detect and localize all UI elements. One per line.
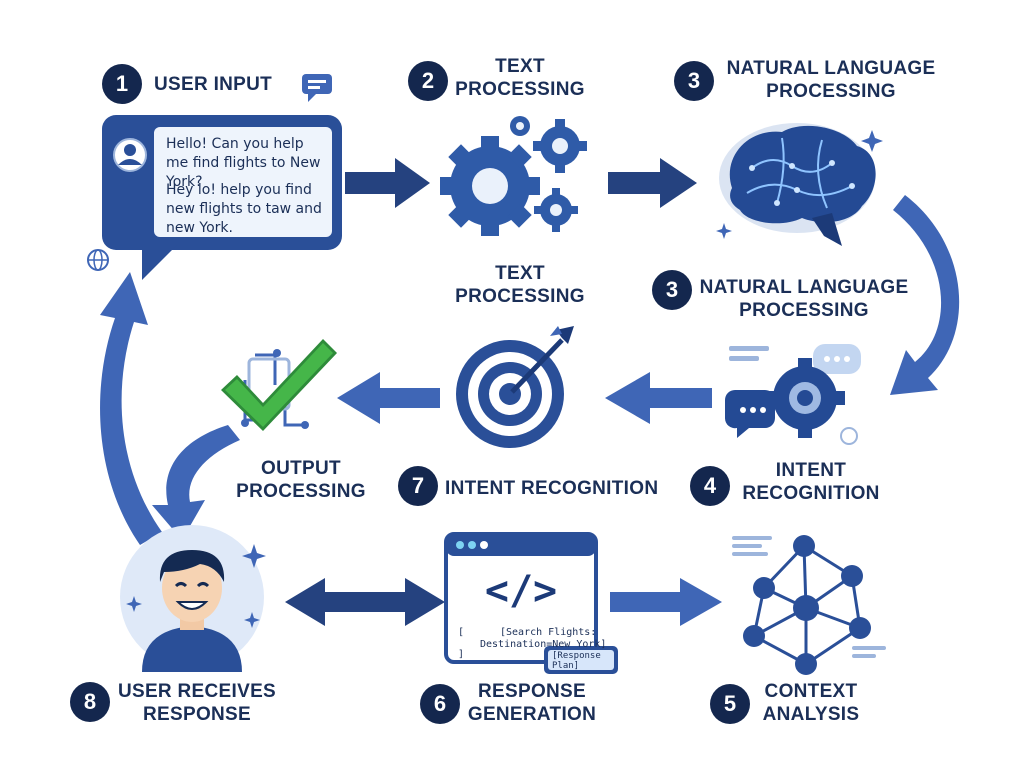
checkmark-icon	[221, 339, 337, 431]
gear-chat-icon	[725, 344, 861, 445]
step-badge-2: 2	[408, 61, 448, 101]
step-badge-7: 7	[398, 466, 438, 506]
code-bracket-left-2: ]	[458, 649, 465, 660]
arrow-nlp-to-intent	[890, 195, 960, 395]
user-avatar-icon	[112, 522, 272, 672]
step-badge-8: 8	[70, 682, 110, 722]
response-plan-tag: [Response Plan]	[552, 651, 601, 671]
arrow-target-to-output	[337, 372, 440, 424]
step-label-intent-recognition-center: INTENT RECOGNITION	[445, 478, 659, 499]
step-label-user-input: USER INPUT	[154, 74, 273, 95]
globe-icon	[87, 249, 109, 271]
arrow-intent-to-target	[605, 372, 712, 424]
code-symbol: </>	[484, 568, 558, 614]
code-snippet-line-2: Destination=New York]	[480, 639, 607, 650]
brain-icon	[716, 123, 883, 246]
small-chat-icon	[302, 74, 332, 102]
chat-message-1: Hello! Can you help me find flights to N…	[166, 136, 321, 190]
arrow-input-to-text	[345, 158, 430, 208]
step-badge-6: 6	[420, 684, 460, 724]
code-bracket-left: [	[458, 627, 465, 638]
code-snippet-line-1: [Search Flights:	[500, 627, 597, 638]
arrow-response-to-context	[610, 578, 722, 626]
chat-message-2: Hey lo! help you find new flights to taw…	[166, 182, 322, 236]
arrow-user-response-double	[285, 578, 445, 626]
gears-icon	[440, 116, 587, 236]
code-window-icon: </> [Search Flights: Destination=New Yor…	[440, 530, 620, 675]
step-badge-4: 4	[690, 466, 730, 506]
network-icon	[732, 535, 886, 675]
target-icon	[456, 326, 574, 448]
arrow-user-to-input	[100, 272, 162, 545]
arrow-text-to-nlp	[608, 158, 697, 208]
step-badge-3-repeat: 3	[652, 270, 692, 310]
chat-bubble-icon: Hello! Can you help me find flights to N…	[102, 115, 344, 280]
step-badge-3: 3	[674, 61, 714, 101]
step-badge-1: 1	[102, 64, 142, 104]
arrow-output-to-user	[152, 425, 240, 540]
step-badge-5: 5	[710, 684, 750, 724]
